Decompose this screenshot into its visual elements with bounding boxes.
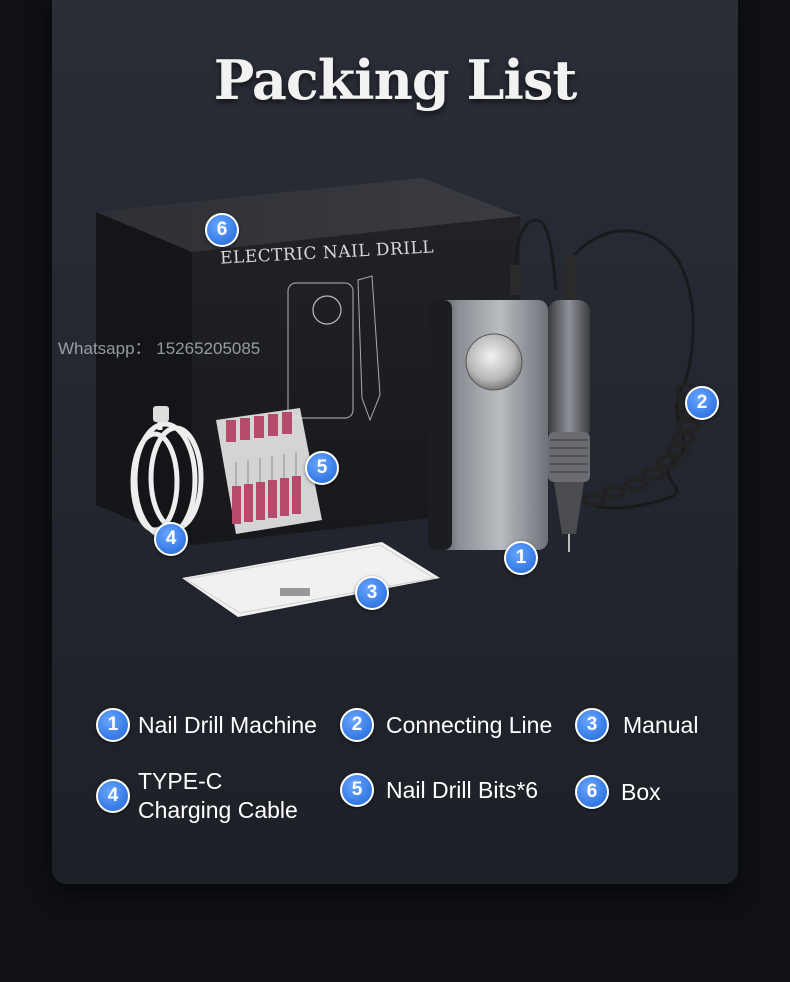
legend-item-drill-bits: 5 Nail Drill Bits*6 [340, 773, 538, 807]
manual [182, 542, 440, 617]
legend-number: 1 [96, 708, 130, 742]
legend-label: Box [621, 778, 661, 805]
legend-number: 4 [96, 779, 130, 813]
nail-drill-machine [428, 300, 556, 550]
photo-badge-6: 6 [205, 213, 239, 247]
legend-item-box: 6 Box [575, 775, 661, 809]
cable-coil [582, 383, 702, 507]
drill-bits-case [216, 408, 322, 534]
legend-label-line1: TYPE-C [138, 768, 223, 794]
legend-label: Nail Drill Bits*6 [386, 776, 539, 803]
watermark: Whatsapp： 15265205085 [58, 339, 261, 358]
legend-number: 6 [575, 775, 609, 809]
legend-item-connecting-line: 2 Connecting Line [340, 708, 552, 742]
legend-item-nail-drill-machine: 1 Nail Drill Machine [96, 708, 317, 742]
legend-number: 2 [340, 708, 374, 742]
photo-badge-1: 1 [504, 541, 538, 575]
legend-item-type-c-cable: 4 TYPE-C Charging Cable [96, 767, 298, 825]
legend-number: 5 [340, 773, 374, 807]
photo-badge-3: 3 [355, 576, 389, 610]
legend-number: 3 [575, 708, 609, 742]
page-title: Packing List [213, 48, 578, 112]
cable-plug [153, 406, 169, 422]
photo-badge-4: 4 [154, 522, 188, 556]
legend-item-manual: 3 Manual [575, 708, 698, 742]
photo-badge-2: 2 [685, 386, 719, 420]
photo-badge-5: 5 [305, 451, 339, 485]
drill-handpiece [510, 255, 590, 552]
legend-label-line2: Charging Cable [138, 797, 298, 823]
product-photo [96, 178, 702, 617]
legend-label: Nail Drill Machine [138, 711, 317, 738]
legend-label: Manual [623, 711, 699, 738]
legend-label: Connecting Line [386, 711, 553, 738]
